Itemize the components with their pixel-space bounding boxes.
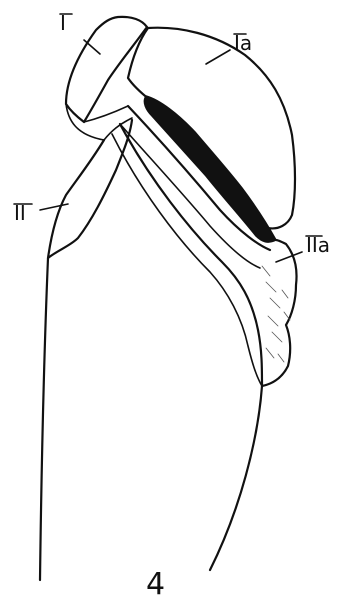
inner-strip-left xyxy=(84,106,128,122)
figure-number: 4 xyxy=(146,567,165,602)
outer-body-left-outline xyxy=(40,258,48,580)
dark-band xyxy=(144,96,276,242)
scale-I xyxy=(66,17,147,122)
leader-Ia xyxy=(206,50,230,64)
inner-sheath-outer-line xyxy=(128,106,270,250)
leader-IIa xyxy=(276,252,302,262)
scale-II xyxy=(48,120,132,258)
leader-I xyxy=(84,40,100,54)
leader-II xyxy=(40,204,68,210)
scale-IIa-texture xyxy=(262,266,290,362)
outer-body-right-outline xyxy=(210,386,262,570)
